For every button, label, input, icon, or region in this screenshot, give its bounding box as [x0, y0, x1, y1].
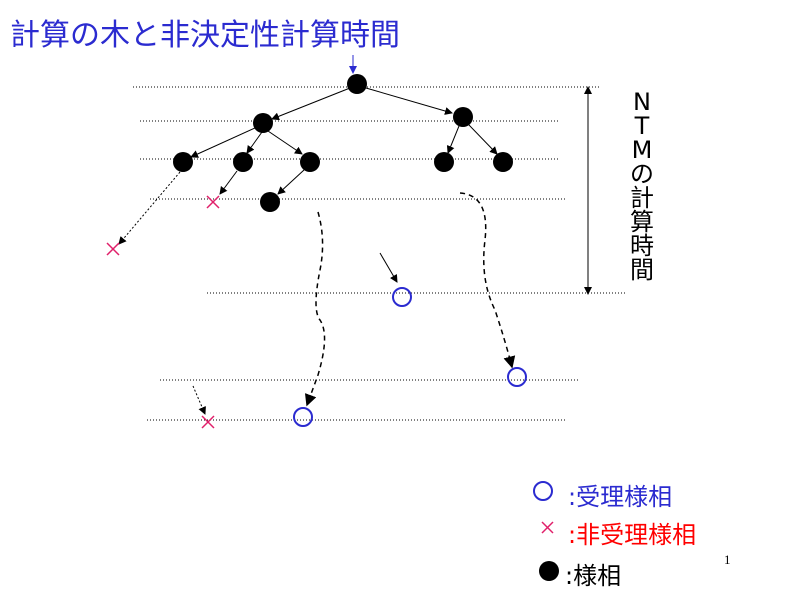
- legend-accept-icon: [533, 481, 553, 501]
- config-node: [347, 74, 367, 94]
- config-node: [434, 152, 454, 172]
- reject-mark: [201, 415, 215, 429]
- config-node: [300, 152, 320, 172]
- reject-configurations: [106, 195, 554, 534]
- legend-config-icon: [539, 561, 559, 581]
- tree-edges: [118, 87, 516, 415]
- config-node: [453, 107, 473, 127]
- legend-reject-label: :非受理様相: [568, 521, 697, 549]
- slide-title: 計算の木と非決定性計算時間: [10, 18, 400, 53]
- config-node: [493, 152, 513, 172]
- reject-mark: [106, 242, 120, 256]
- legend-config-label: :様相: [565, 562, 622, 590]
- reject-mark: [206, 195, 220, 209]
- accept-configurations: [293, 287, 553, 501]
- legend-accept-label: :受理様相: [568, 483, 673, 511]
- ntm-time-label: NTMの計算時間: [630, 88, 654, 284]
- config-node: [233, 152, 253, 172]
- configurations: [173, 74, 513, 212]
- page-number: 1: [724, 552, 731, 567]
- legend-reject-icon: [541, 521, 554, 534]
- level-lines: [133, 86, 625, 421]
- config-node: [253, 113, 273, 133]
- accept-node: [507, 367, 527, 387]
- config-node: [173, 152, 193, 172]
- accept-node: [392, 287, 412, 307]
- config-node: [260, 192, 280, 212]
- accept-node: [293, 407, 313, 427]
